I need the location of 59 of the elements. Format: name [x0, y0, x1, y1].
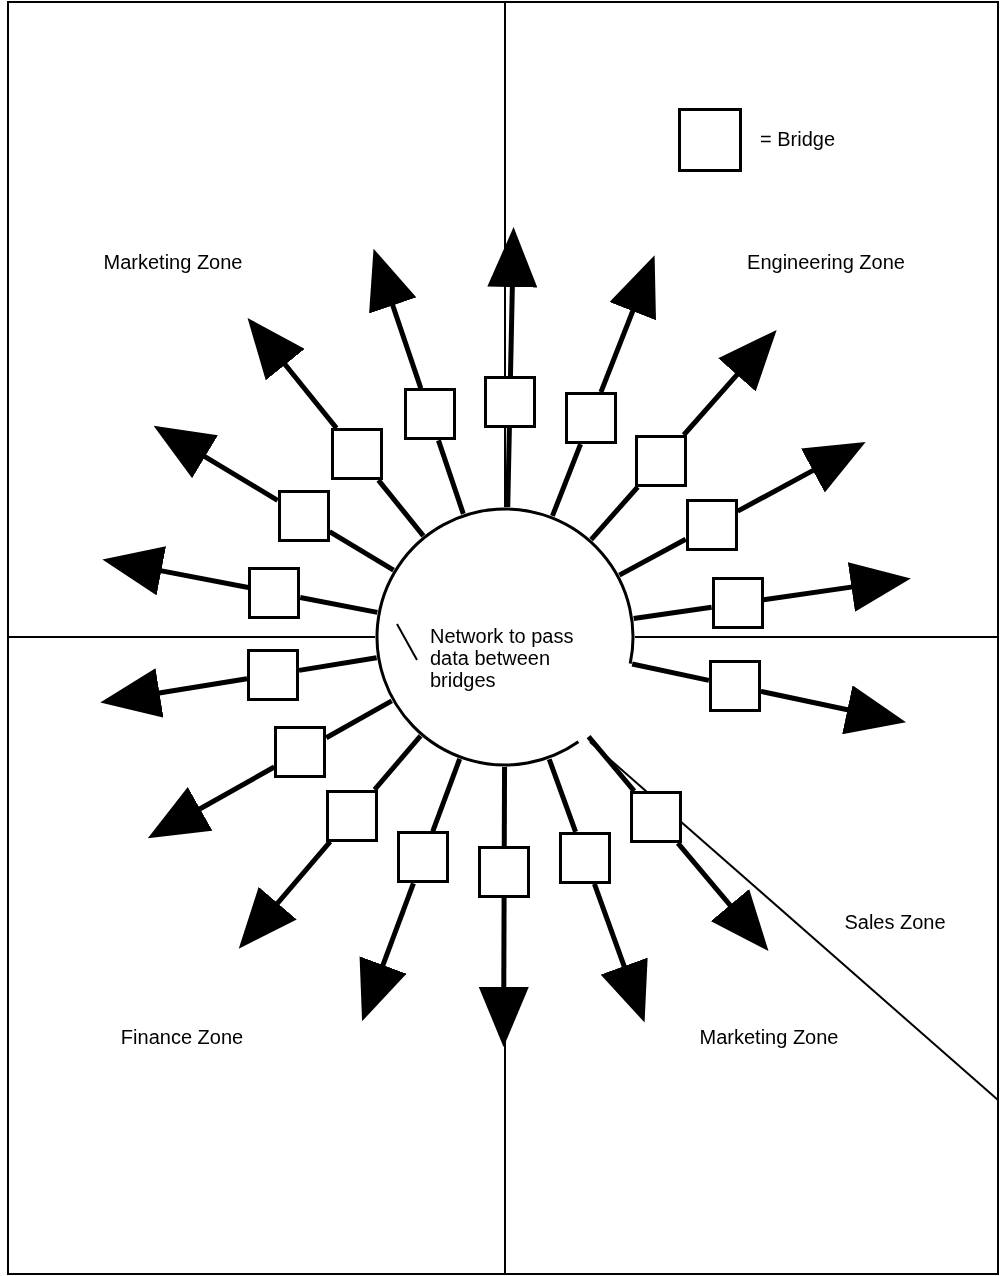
connector-line	[436, 439, 466, 515]
connector-line	[631, 661, 710, 683]
arrow	[592, 883, 648, 1023]
arrow	[102, 546, 249, 596]
arrow	[675, 841, 769, 952]
connector-line	[589, 485, 640, 542]
connector-line	[299, 595, 378, 615]
bridge-box	[711, 577, 764, 630]
arrow	[681, 329, 777, 437]
connector-line	[505, 428, 512, 508]
connector-line	[430, 757, 463, 833]
bridge-box	[397, 831, 450, 884]
arrow	[238, 840, 333, 949]
bridge-box	[478, 846, 531, 898]
arrow	[487, 227, 538, 377]
bridge-box	[331, 428, 384, 481]
arrow	[147, 764, 276, 839]
connector-line	[298, 655, 378, 673]
bridge-box	[326, 789, 379, 842]
connector-line	[376, 478, 426, 538]
connector-line	[618, 537, 687, 578]
bridge-box	[708, 659, 761, 712]
arrow	[763, 562, 911, 612]
bridge-box	[630, 791, 683, 843]
connector-line	[546, 758, 578, 833]
arrow	[153, 425, 279, 503]
zone-label: Marketing Zone	[103, 250, 243, 274]
bridge-box	[559, 831, 611, 884]
zone-label: Engineering Zone	[747, 250, 905, 274]
zone-label: Sales Zone	[844, 910, 946, 934]
arrow	[100, 668, 248, 718]
connector-line	[550, 443, 583, 517]
bridge-box	[685, 499, 738, 552]
bridge-box	[483, 376, 536, 429]
connector-line	[328, 529, 395, 573]
arrow	[760, 685, 907, 735]
zone-label: Marketing Zone	[699, 1025, 839, 1049]
arrow	[359, 882, 416, 1022]
network-label: Network to pass data between bridges	[430, 625, 575, 691]
arrow	[478, 898, 529, 1047]
network-ring	[375, 507, 635, 767]
bridge-box	[248, 566, 301, 619]
arrow	[369, 248, 424, 390]
legend-label: = Bridge	[760, 128, 836, 151]
bridge-box	[274, 726, 327, 779]
connector-line	[325, 698, 393, 740]
bridge-box	[564, 392, 617, 445]
zone-label: Finance Zone	[120, 1025, 244, 1049]
bridge-box	[277, 489, 330, 542]
arrow	[598, 255, 656, 394]
connector-line	[586, 734, 637, 793]
connector-line	[372, 734, 423, 792]
bridge-box	[634, 435, 687, 487]
connector-line	[501, 767, 508, 846]
bridge-box	[247, 648, 299, 701]
arrow	[736, 442, 866, 514]
arrow	[247, 317, 339, 430]
connector-line	[633, 604, 712, 621]
bridge-box	[403, 388, 456, 441]
